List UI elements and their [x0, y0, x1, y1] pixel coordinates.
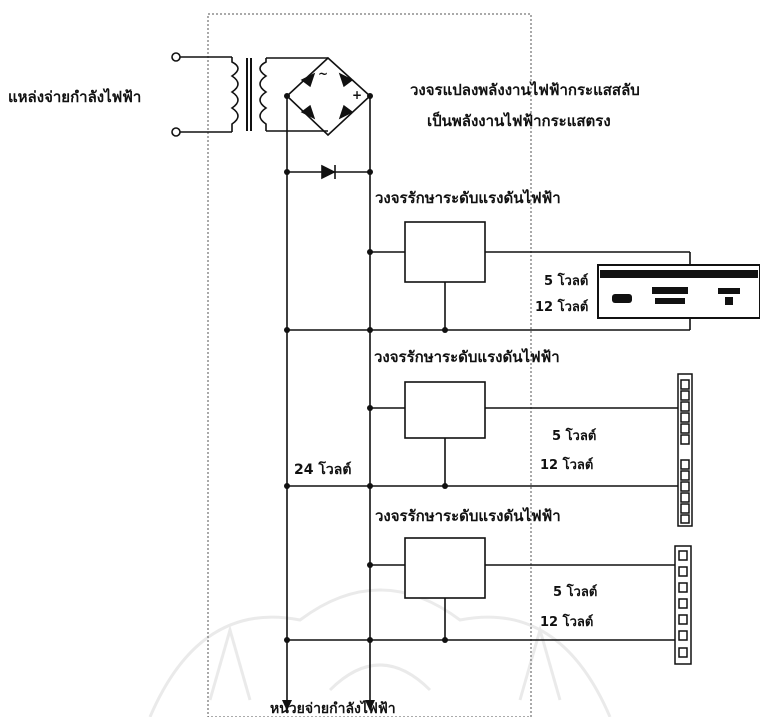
bridge-diodes	[300, 72, 354, 120]
enclosure-box	[207, 13, 532, 717]
zener-diode	[321, 164, 336, 180]
input-terminal-top	[171, 52, 181, 62]
rectifier-ac-sign: ~	[318, 67, 328, 81]
regulator-3-out-12v: 12 โวลต์	[540, 613, 593, 630]
regulator-label-2: วงจรรักษาระดับแรงดันไฟฟ้า	[374, 347, 560, 366]
input-terminal-bottom	[171, 127, 181, 137]
regulator-2-out-12v: 12 โวลต์	[540, 456, 593, 473]
regulator-box-1	[404, 221, 486, 283]
rectifier-plus-sign: +	[352, 88, 362, 102]
regulator-label-3: วงจรรักษาระดับแรงดันไฟฟ้า	[375, 506, 561, 525]
source-label: แหล่งจ่ายกำลังไฟฟ้า	[8, 87, 141, 106]
regulator-label-1: วงจรรักษาระดับแรงดันไฟฟ้า	[375, 188, 561, 207]
junction-dots	[284, 93, 448, 643]
rectifier-label-line2: เป็นพลังงานไฟฟ้ากระแสตรง	[427, 111, 611, 130]
connector-strip-3	[674, 545, 692, 665]
bus-voltage-label: 24 โวลต์	[294, 460, 351, 478]
regulator-2-out-5v: 5 โวลต์	[552, 427, 596, 444]
regulator-3-out-5v: 5 โวลต์	[553, 583, 597, 600]
unit-label: หน่วยจ่ายกำลังไฟฟ้า	[270, 699, 396, 717]
watermark-seal	[148, 588, 612, 717]
rectifier-label-line1: วงจรแปลงพลังงานไฟฟ้ากระแสสลับ	[410, 80, 640, 99]
output-arrows	[282, 700, 375, 711]
regulator-box-2	[404, 381, 486, 439]
regulator-box-3	[404, 537, 486, 599]
drive-device-icon	[597, 264, 760, 319]
bridge-rectifier	[285, 56, 372, 137]
transformer-primary	[230, 57, 239, 132]
connector-strip-2	[677, 373, 693, 527]
transformer-secondary	[259, 58, 268, 131]
regulator-1-out-5v: 5 โวลต์	[544, 272, 588, 289]
regulator-1-out-12v: 12 โวลต์	[535, 298, 588, 315]
